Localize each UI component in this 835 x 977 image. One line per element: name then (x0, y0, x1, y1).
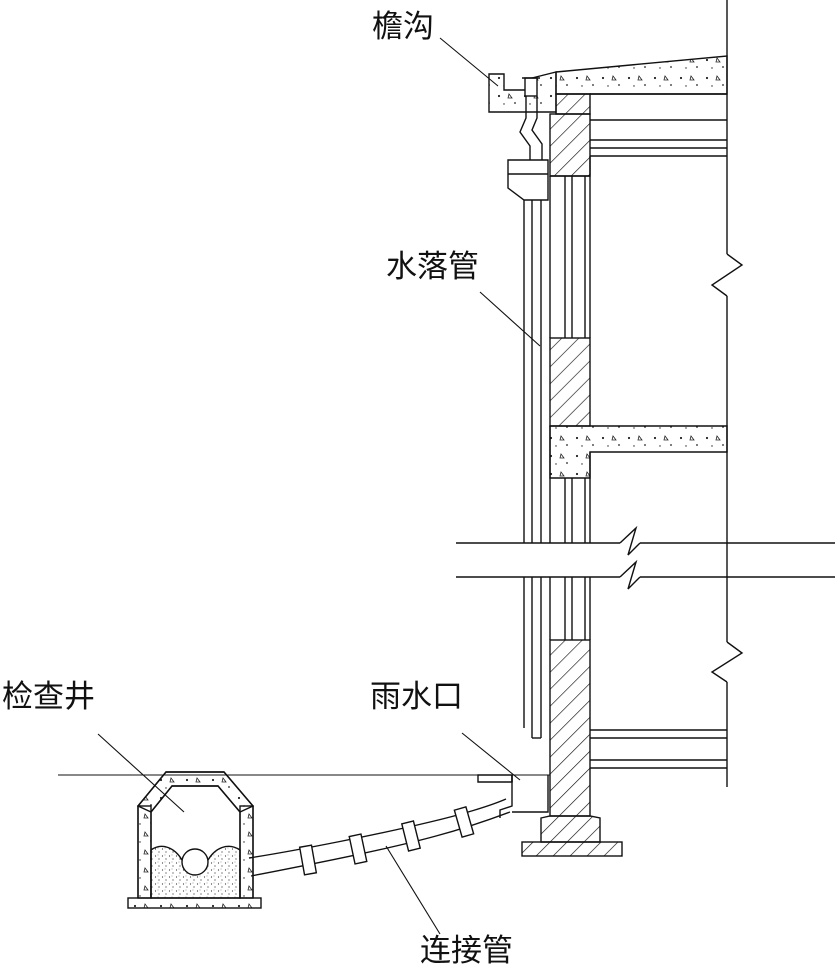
leader-connecting-pipe (385, 845, 441, 935)
label-rain-inlet: 雨水口 (370, 679, 463, 715)
middle-wall (549, 337, 591, 427)
ground-wall (521, 639, 727, 857)
gutter-outlet (519, 96, 543, 160)
label-eaves-gutter: 檐沟 (372, 9, 434, 45)
downpipe-pipe (523, 200, 542, 739)
leader-eaves-gutter (439, 37, 499, 87)
building-edge (710, 0, 744, 787)
rain-inlet (477, 774, 549, 818)
leader-downpipe (479, 291, 541, 347)
leader-inspection-well (97, 733, 185, 813)
inspection-well-shape (127, 771, 262, 909)
eaves-gutter (488, 71, 557, 113)
label-connecting-pipe: 连接管 (420, 933, 513, 969)
label-inspection-well: 检查井 (2, 679, 95, 715)
label-downpipe: 水落管 (386, 249, 479, 285)
roof-slab (555, 55, 728, 115)
break-band (456, 525, 835, 590)
floor-slab (549, 425, 728, 479)
connecting-pipe (248, 798, 511, 877)
upper-wall (549, 113, 727, 338)
leader-rain-inlet (461, 732, 521, 781)
rain-hopper (507, 159, 549, 201)
